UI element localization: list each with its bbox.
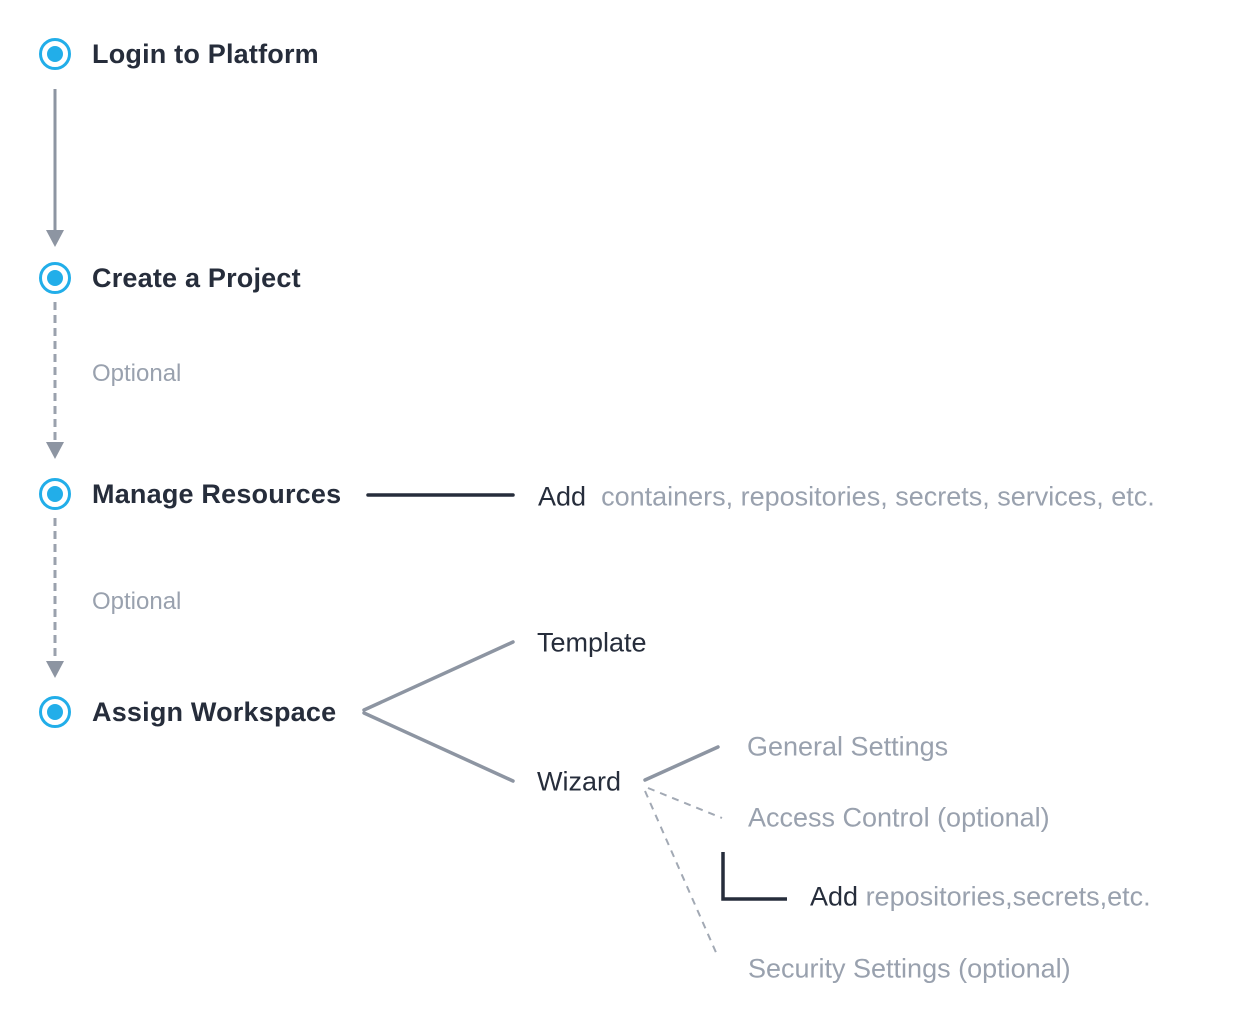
add-items-label: repositories,secrets,etc. (865, 881, 1151, 912)
line-assign-to-template (362, 640, 515, 712)
arrowhead-create-to-manage (46, 442, 64, 459)
manage-add-note: Add containers, repositories, secrets, s… (538, 482, 1155, 513)
line-wizard-to-access (647, 787, 723, 819)
step-radio-icon (38, 261, 72, 295)
step-node-manage-resources: Manage Resources (38, 477, 341, 511)
step-node-create-project: Create a Project (38, 261, 301, 295)
step-label-create-project: Create a Project (92, 262, 301, 293)
step-node-login: Login to Platform (38, 37, 319, 71)
access-add-note: Add repositories,secrets,etc. (810, 882, 1151, 913)
step-label-login: Login to Platform (92, 38, 319, 69)
add-items-label: containers, repositories, secrets, servi… (601, 481, 1155, 512)
wizard-step-security-settings: Security Settings (optional) (748, 953, 1071, 984)
step-radio-icon (38, 695, 72, 729)
line-access-to-add (721, 852, 787, 901)
option-wizard: Wizard (537, 766, 622, 797)
line-wizard-to-security (644, 790, 719, 958)
step-label-manage-resources: Manage Resources (92, 478, 342, 509)
add-action-label: Add (538, 481, 587, 512)
wizard-step-access-control: Access Control (optional) (748, 802, 1050, 833)
step-node-assign-workspace: Assign Workspace (38, 695, 336, 729)
arrowhead-manage-to-assign (46, 661, 64, 678)
arrowhead-login-to-create (46, 230, 64, 247)
option-template: Template (537, 627, 647, 658)
optional-edge-label: Optional (92, 588, 182, 615)
line-wizard-to-general (643, 745, 720, 782)
optional-edge-label: Optional (92, 360, 182, 387)
step-radio-icon (38, 37, 72, 71)
add-action-label: Add (810, 881, 859, 912)
wizard-step-general-settings: General Settings (747, 731, 949, 762)
line-assign-to-wizard (362, 711, 515, 783)
step-radio-icon (38, 477, 72, 511)
step-label-assign-workspace: Assign Workspace (92, 696, 337, 727)
